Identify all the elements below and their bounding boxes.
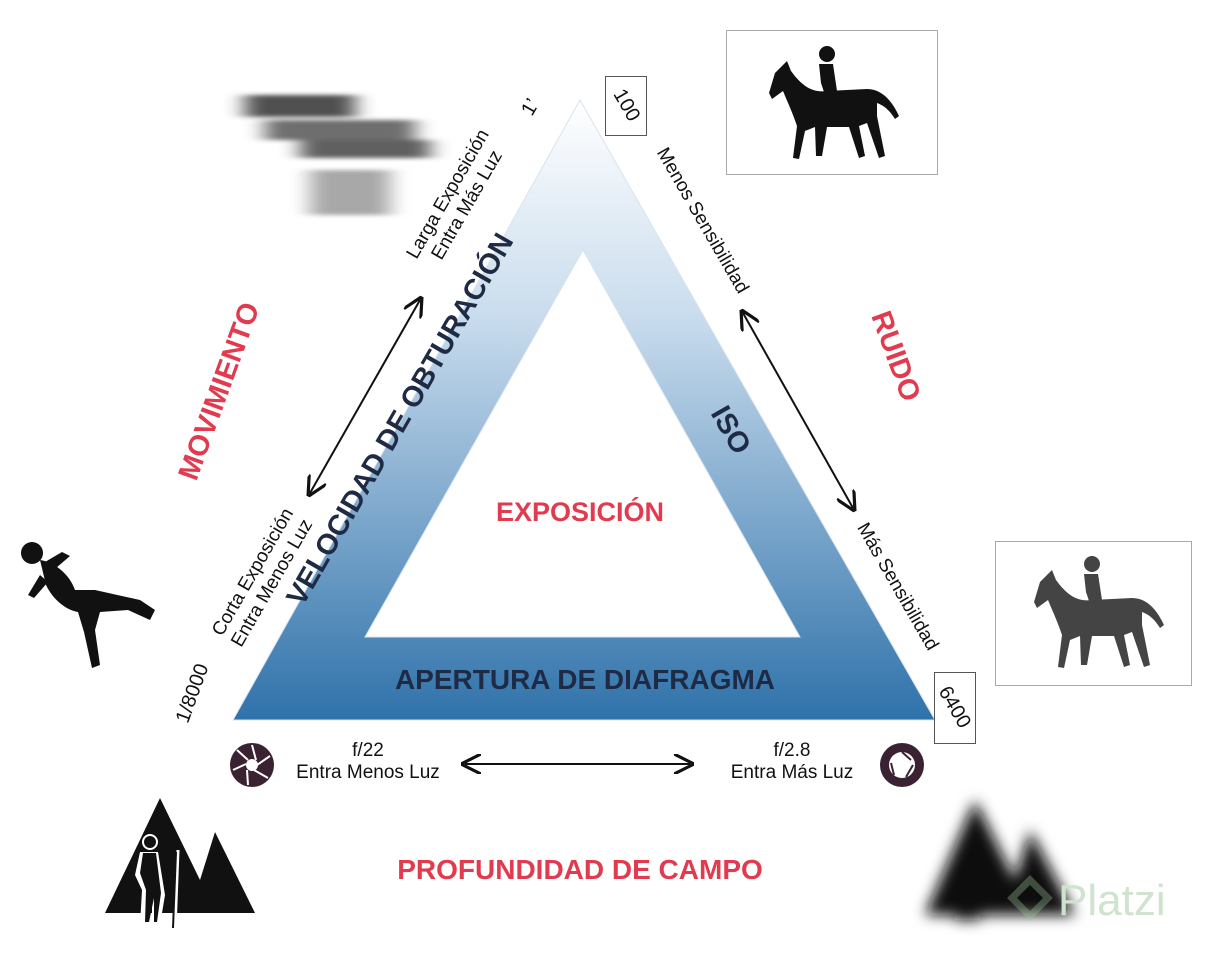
aperture-open-icon xyxy=(880,743,924,787)
horse-rider-photo-top xyxy=(726,30,938,175)
aperture-title: APERTURA DE DIAFRAGMA xyxy=(394,664,776,695)
platzi-watermark: Platzi xyxy=(1058,876,1166,925)
depth-of-field-label: PROFUNDIDAD DE CAMPO xyxy=(397,854,763,885)
horse-rider-grainy-icon xyxy=(1034,556,1164,668)
hiker-mountain-icon xyxy=(105,798,255,931)
aperture-left-desc: Entra Menos Luz xyxy=(296,761,440,783)
aperture-right-label: f/2.8 Entra Más Luz xyxy=(712,740,872,784)
horse-rider-icon xyxy=(769,46,899,159)
aperture-closed-icon xyxy=(230,743,274,787)
exposure-center-label: EXPOSICIÓN xyxy=(495,497,665,527)
platzi-logo-icon xyxy=(1007,875,1053,921)
motion-blur-icon xyxy=(245,95,430,215)
aperture-left-value: f/22 xyxy=(352,740,384,761)
aperture-left-label: f/22 Entra Menos Luz xyxy=(288,740,448,784)
shutter-arrow xyxy=(310,300,420,493)
hiker-mountain-blurred-icon xyxy=(925,800,1075,920)
aperture-right-value: f/2.8 xyxy=(773,740,811,761)
jumping-person-icon xyxy=(21,542,155,668)
iso-100-box xyxy=(605,76,647,136)
iso-arrow xyxy=(743,313,853,508)
horse-rider-photo-bottom xyxy=(995,541,1192,686)
aperture-right-desc: Entra Más Luz xyxy=(730,761,854,783)
iso-6400-box xyxy=(934,672,976,744)
